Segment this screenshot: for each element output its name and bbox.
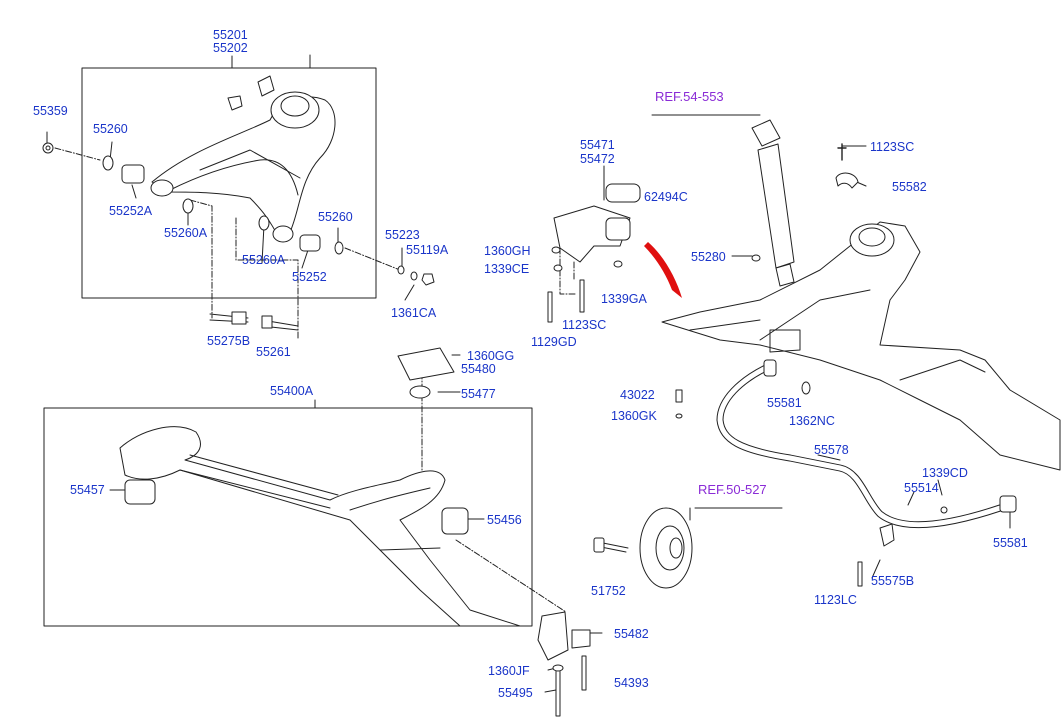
label-43022: 43022 bbox=[620, 388, 655, 402]
front-subframe bbox=[661, 143, 1061, 471]
label-55495: 55495 bbox=[498, 686, 533, 700]
label-55581: 55581 bbox=[993, 536, 1028, 550]
label-55581: 55581 bbox=[767, 396, 802, 410]
label-55260: 55260 bbox=[318, 210, 353, 224]
label-1123lc: 1123LC bbox=[814, 593, 857, 607]
label-55359: 55359 bbox=[33, 104, 68, 118]
label-55456: 55456 bbox=[487, 513, 522, 527]
assembly-axis bbox=[54, 147, 101, 161]
label-55471: 55471 bbox=[580, 138, 615, 152]
label-55578: 55578 bbox=[814, 443, 849, 457]
label-1360gk: 1360GK bbox=[611, 409, 657, 423]
ref-54-553-link[interactable]: REF.54-553 bbox=[655, 89, 724, 104]
shock-absorber bbox=[751, 119, 795, 287]
label-1339ce: 1339CE bbox=[484, 262, 530, 276]
label-55260a: 55260A bbox=[164, 226, 208, 240]
leader-line bbox=[817, 454, 841, 461]
stabilizer-bar bbox=[716, 359, 1017, 587]
label-1123sc: 1123SC bbox=[870, 140, 915, 154]
lower-control-arm bbox=[150, 75, 336, 243]
leader-line bbox=[301, 249, 309, 269]
label-55514: 55514 bbox=[904, 481, 939, 495]
label-51752: 51752 bbox=[591, 584, 626, 598]
label-55280: 55280 bbox=[691, 250, 726, 264]
label-55400a: 55400A bbox=[270, 384, 314, 398]
label-55119a: 55119A bbox=[406, 243, 449, 257]
label-1339ga: 1339GA bbox=[601, 292, 647, 306]
assembly-axis bbox=[235, 217, 299, 339]
label-55252: 55252 bbox=[292, 270, 327, 284]
leader-line bbox=[404, 284, 415, 301]
leader-line bbox=[937, 479, 943, 496]
leader-line bbox=[907, 491, 915, 506]
bracket-55482 bbox=[537, 611, 591, 717]
label-55472: 55472 bbox=[580, 152, 615, 166]
reference-arrow bbox=[644, 242, 682, 298]
label-55260a: 55260A bbox=[242, 253, 286, 267]
ref-50-527-link[interactable]: REF.50-527 bbox=[698, 482, 767, 497]
label-1360jf: 1360JF bbox=[488, 664, 530, 678]
label-1361ca: 1361CA bbox=[391, 306, 437, 320]
label-55252a: 55252A bbox=[109, 204, 153, 218]
assembly-axis bbox=[344, 247, 401, 271]
label-55480: 55480 bbox=[461, 362, 496, 376]
label-55223: 55223 bbox=[385, 228, 420, 242]
leader-line bbox=[261, 224, 265, 264]
crossmember-group-box bbox=[43, 407, 533, 627]
label-62494c: 62494C bbox=[644, 190, 688, 204]
label-55275b: 55275B bbox=[207, 334, 251, 348]
label-1360gh: 1360GH bbox=[484, 244, 531, 258]
label-1339cd: 1339CD bbox=[922, 466, 968, 480]
wheel-hub bbox=[593, 507, 693, 589]
rear-crossmember bbox=[119, 347, 521, 627]
leader-line bbox=[544, 689, 557, 693]
label-55261: 55261 bbox=[256, 345, 291, 359]
label-55202: 55202 bbox=[213, 41, 248, 55]
label-1360gg: 1360GG bbox=[467, 349, 515, 363]
lower-arm-hardware bbox=[42, 142, 435, 331]
label-55582: 55582 bbox=[892, 180, 927, 194]
label-1123sc: 1123SC bbox=[562, 318, 607, 332]
label-1129gd: 1129GD bbox=[531, 335, 577, 349]
label-55575b: 55575B bbox=[871, 574, 915, 588]
label-55482: 55482 bbox=[614, 627, 649, 641]
mount-bracket-55471 bbox=[547, 183, 641, 323]
lower-arm-group-box bbox=[81, 67, 377, 299]
assembly-axis bbox=[189, 199, 213, 319]
assembly-axis bbox=[455, 539, 567, 613]
label-55201: 55201 bbox=[213, 28, 248, 42]
leader-line bbox=[131, 184, 137, 199]
assembly-axis bbox=[559, 247, 577, 295]
leader-line bbox=[871, 559, 881, 579]
label-1362nc: 1362NC bbox=[789, 414, 835, 428]
label-55260: 55260 bbox=[93, 122, 128, 136]
label-55457: 55457 bbox=[70, 483, 105, 497]
label-55477: 55477 bbox=[461, 387, 496, 401]
label-54393: 54393 bbox=[614, 676, 649, 690]
